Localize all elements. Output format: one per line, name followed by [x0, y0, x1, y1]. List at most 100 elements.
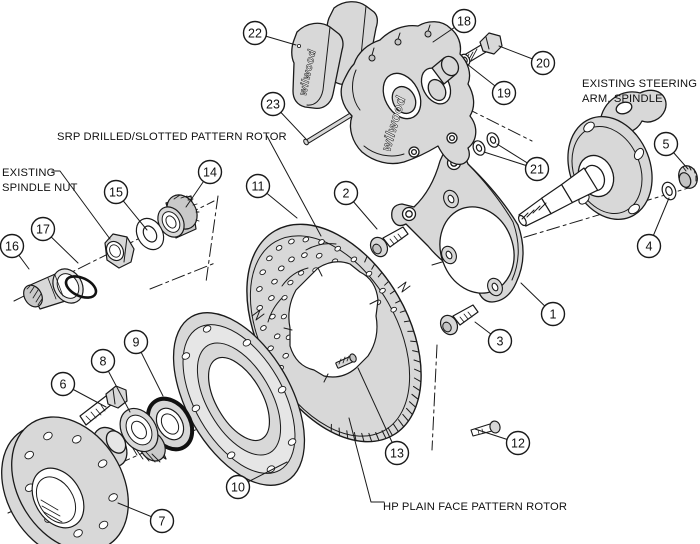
callout-10: 10: [225, 461, 288, 500]
callout-number: 10: [231, 480, 245, 494]
existing-spindle-nut-label: EXISTING: [2, 167, 55, 179]
callout-number: 9: [133, 335, 140, 349]
steering-arm-label: ARM, SPINDLE: [582, 93, 663, 105]
hp-rotor-label: HP PLAIN FACE PATTERN ROTOR: [383, 501, 567, 513]
callout-22: 22: [242, 20, 297, 46]
callout-19: 19: [466, 63, 517, 106]
bolt-hex-head: [479, 32, 503, 55]
callout-circle: [487, 328, 513, 354]
bracket-thickness-edge: [467, 163, 519, 281]
callout-8: 8: [90, 348, 131, 413]
hub-bolt: [79, 385, 128, 426]
callout-circle: [30, 216, 56, 242]
rotor-split-lines: [251, 281, 411, 321]
callout-circle: [505, 430, 531, 456]
bracket-bolt-3: [436, 304, 479, 339]
caliper-inlet-boss: [431, 55, 460, 85]
callout-circle: [653, 131, 679, 157]
srp-rotor-label: SRP DRILLED/SLOTTED PATTERN ROTOR: [57, 131, 287, 143]
callout-number: 19: [497, 86, 511, 100]
callout-1: 1: [520, 282, 566, 327]
callout-12: 12: [474, 428, 531, 456]
callout-circle: [491, 80, 517, 106]
callout-number: 18: [457, 14, 471, 28]
callout-15: 15: [103, 179, 148, 231]
callout-number: 15: [109, 185, 123, 199]
callout-circle: [149, 508, 175, 534]
label-leaders: [51, 135, 385, 503]
callout-6: 6: [50, 371, 107, 408]
callout-circle: [245, 173, 271, 199]
caliper-contour: [352, 69, 405, 157]
callout-circle: [384, 440, 410, 466]
callout-17: 17: [30, 216, 79, 264]
callout-3: 3: [474, 321, 513, 354]
callout-number: 21: [530, 162, 544, 176]
brake-caliper: wilwood: [340, 21, 477, 165]
screw-head: [489, 420, 501, 434]
adapter-bolt-holes: [181, 325, 297, 473]
callout-number: 11: [252, 179, 265, 193]
steering-arm-label: EXISTING STEERING: [582, 78, 697, 90]
callout-circle: [260, 91, 286, 117]
rotor-hole-tabs: [283, 267, 379, 383]
caliper-piston: [427, 78, 447, 102]
o-ring: [64, 275, 98, 299]
callout-circle: [451, 8, 477, 34]
dust-cap: [23, 268, 84, 310]
fold-line-left: [205, 195, 219, 283]
outer-bearing: [157, 194, 200, 239]
bracket-ear-hole: [405, 210, 413, 218]
rotor-slots: [267, 243, 337, 323]
srp-label-leader: [266, 135, 322, 237]
callout-number: 4: [646, 239, 653, 253]
hub-bore-threads: [40, 499, 63, 523]
callout-number: 12: [511, 436, 525, 450]
steering-arm-hole: [615, 101, 633, 115]
callout-4: 4: [636, 197, 670, 259]
callout-circle: [50, 371, 76, 397]
callout-circle: [0, 233, 25, 259]
callout-circle: [90, 348, 116, 374]
bracket-bolt-2: [369, 226, 409, 258]
callout-circle: [242, 20, 268, 46]
inner-bearing: [119, 407, 167, 463]
callout-23: 23: [260, 91, 307, 140]
axis-jog: [149, 262, 216, 290]
callout-circle: [225, 474, 251, 500]
axis-spindle: [431, 185, 696, 266]
callout-2: 2: [333, 180, 378, 230]
callout-number: 7: [159, 514, 166, 528]
bolt-shaft: [382, 226, 409, 248]
callout-circle: [123, 329, 149, 355]
callout-number: 1: [550, 307, 557, 321]
hub: [1, 416, 129, 544]
existing-spindle-nut-part: [104, 233, 135, 269]
hub-snout: [105, 430, 127, 454]
labels: SRP DRILLED/SLOTTED PATTERN ROTOR EXISTI…: [2, 78, 697, 513]
axis-caliper: [443, 96, 533, 142]
caliper-lug-hole: [410, 148, 418, 156]
fold-line-right: [431, 344, 438, 451]
callout-circle: [103, 179, 129, 205]
callout-7: 7: [117, 502, 175, 534]
caliper-bleed-screws: [368, 24, 432, 62]
callout-circle: [540, 301, 566, 327]
set-screw-12: [470, 420, 501, 437]
callout-number: 20: [536, 56, 550, 70]
callout-circle: [524, 156, 550, 182]
callout-number: 14: [203, 165, 217, 179]
rotor-adapter: [172, 312, 306, 486]
callout-number: 22: [248, 26, 262, 40]
callout-5: 5: [653, 131, 689, 170]
caliper-piston: [391, 85, 417, 115]
callout-circle: [197, 159, 223, 185]
caliper-bracket: [391, 144, 524, 303]
callout-16: 16: [0, 233, 30, 270]
wheel-stud-13: [335, 353, 357, 369]
bolt-hex-head: [105, 385, 128, 409]
callout-number: 3: [497, 334, 504, 348]
callout-number: 13: [390, 446, 404, 460]
